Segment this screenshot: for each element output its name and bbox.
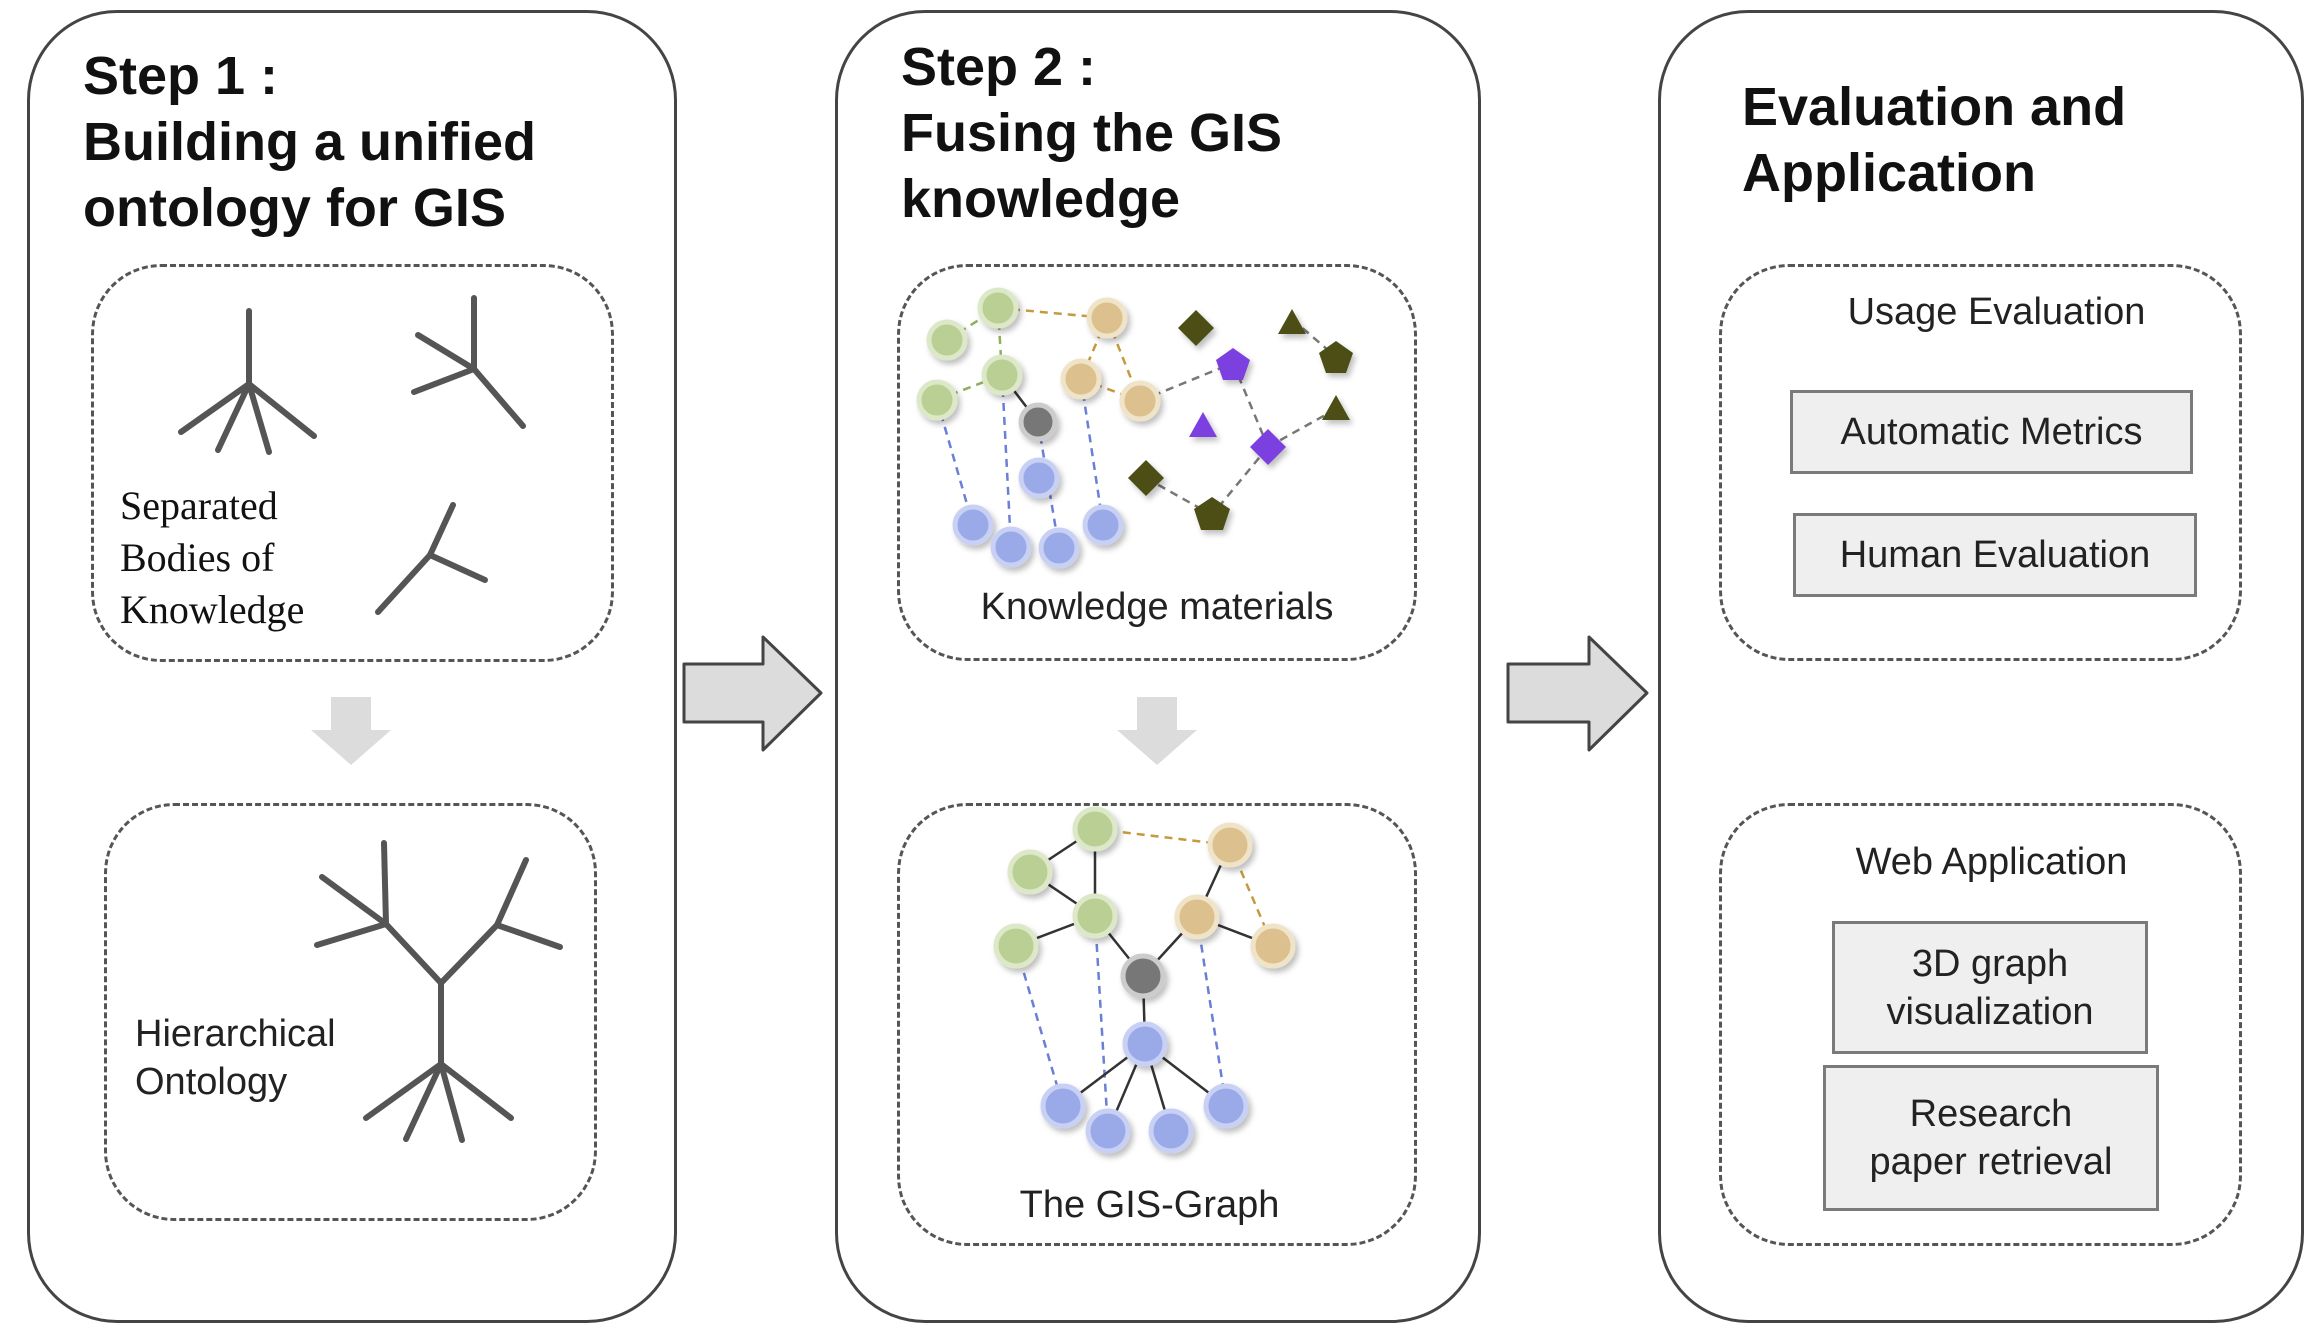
step2-panel	[835, 10, 1481, 1323]
step1-panel	[27, 10, 677, 1323]
gis-graph-label: The GIS-Graph	[1019, 1184, 1280, 1226]
step1-title: Step 1 : Building a unified ontology for…	[83, 46, 536, 238]
paper-retrieval-box: Research paper retrieval	[1823, 1065, 2159, 1211]
usage-evaluation-title: Usage Evaluation	[1847, 291, 2146, 333]
separated-bodies-box	[91, 264, 614, 662]
web-application-box	[1719, 803, 2242, 1246]
knowledge-materials-box	[897, 264, 1417, 661]
human-evaluation-box: Human Evaluation	[1793, 513, 2197, 597]
step2-title: Step 2 : Fusing the GIS knowledge	[901, 37, 1283, 229]
hierarchical-ontology-box	[104, 803, 597, 1221]
separated-bodies-label: Separated Bodies of Knowledge	[120, 483, 305, 632]
web-application-title: Web Application	[1855, 841, 2128, 883]
automatic-metrics-box: Automatic Metrics	[1790, 390, 2193, 474]
hierarchical-ontology-label: Hierarchical Ontology	[135, 1013, 336, 1103]
gis-graph-box	[897, 803, 1417, 1246]
graph-visualization-box: 3D graph visualization	[1832, 921, 2148, 1054]
step3-title: Evaluation and Application	[1742, 77, 2127, 203]
usage-evaluation-box	[1719, 264, 2242, 661]
knowledge-materials-label: Knowledge materials	[980, 586, 1334, 628]
